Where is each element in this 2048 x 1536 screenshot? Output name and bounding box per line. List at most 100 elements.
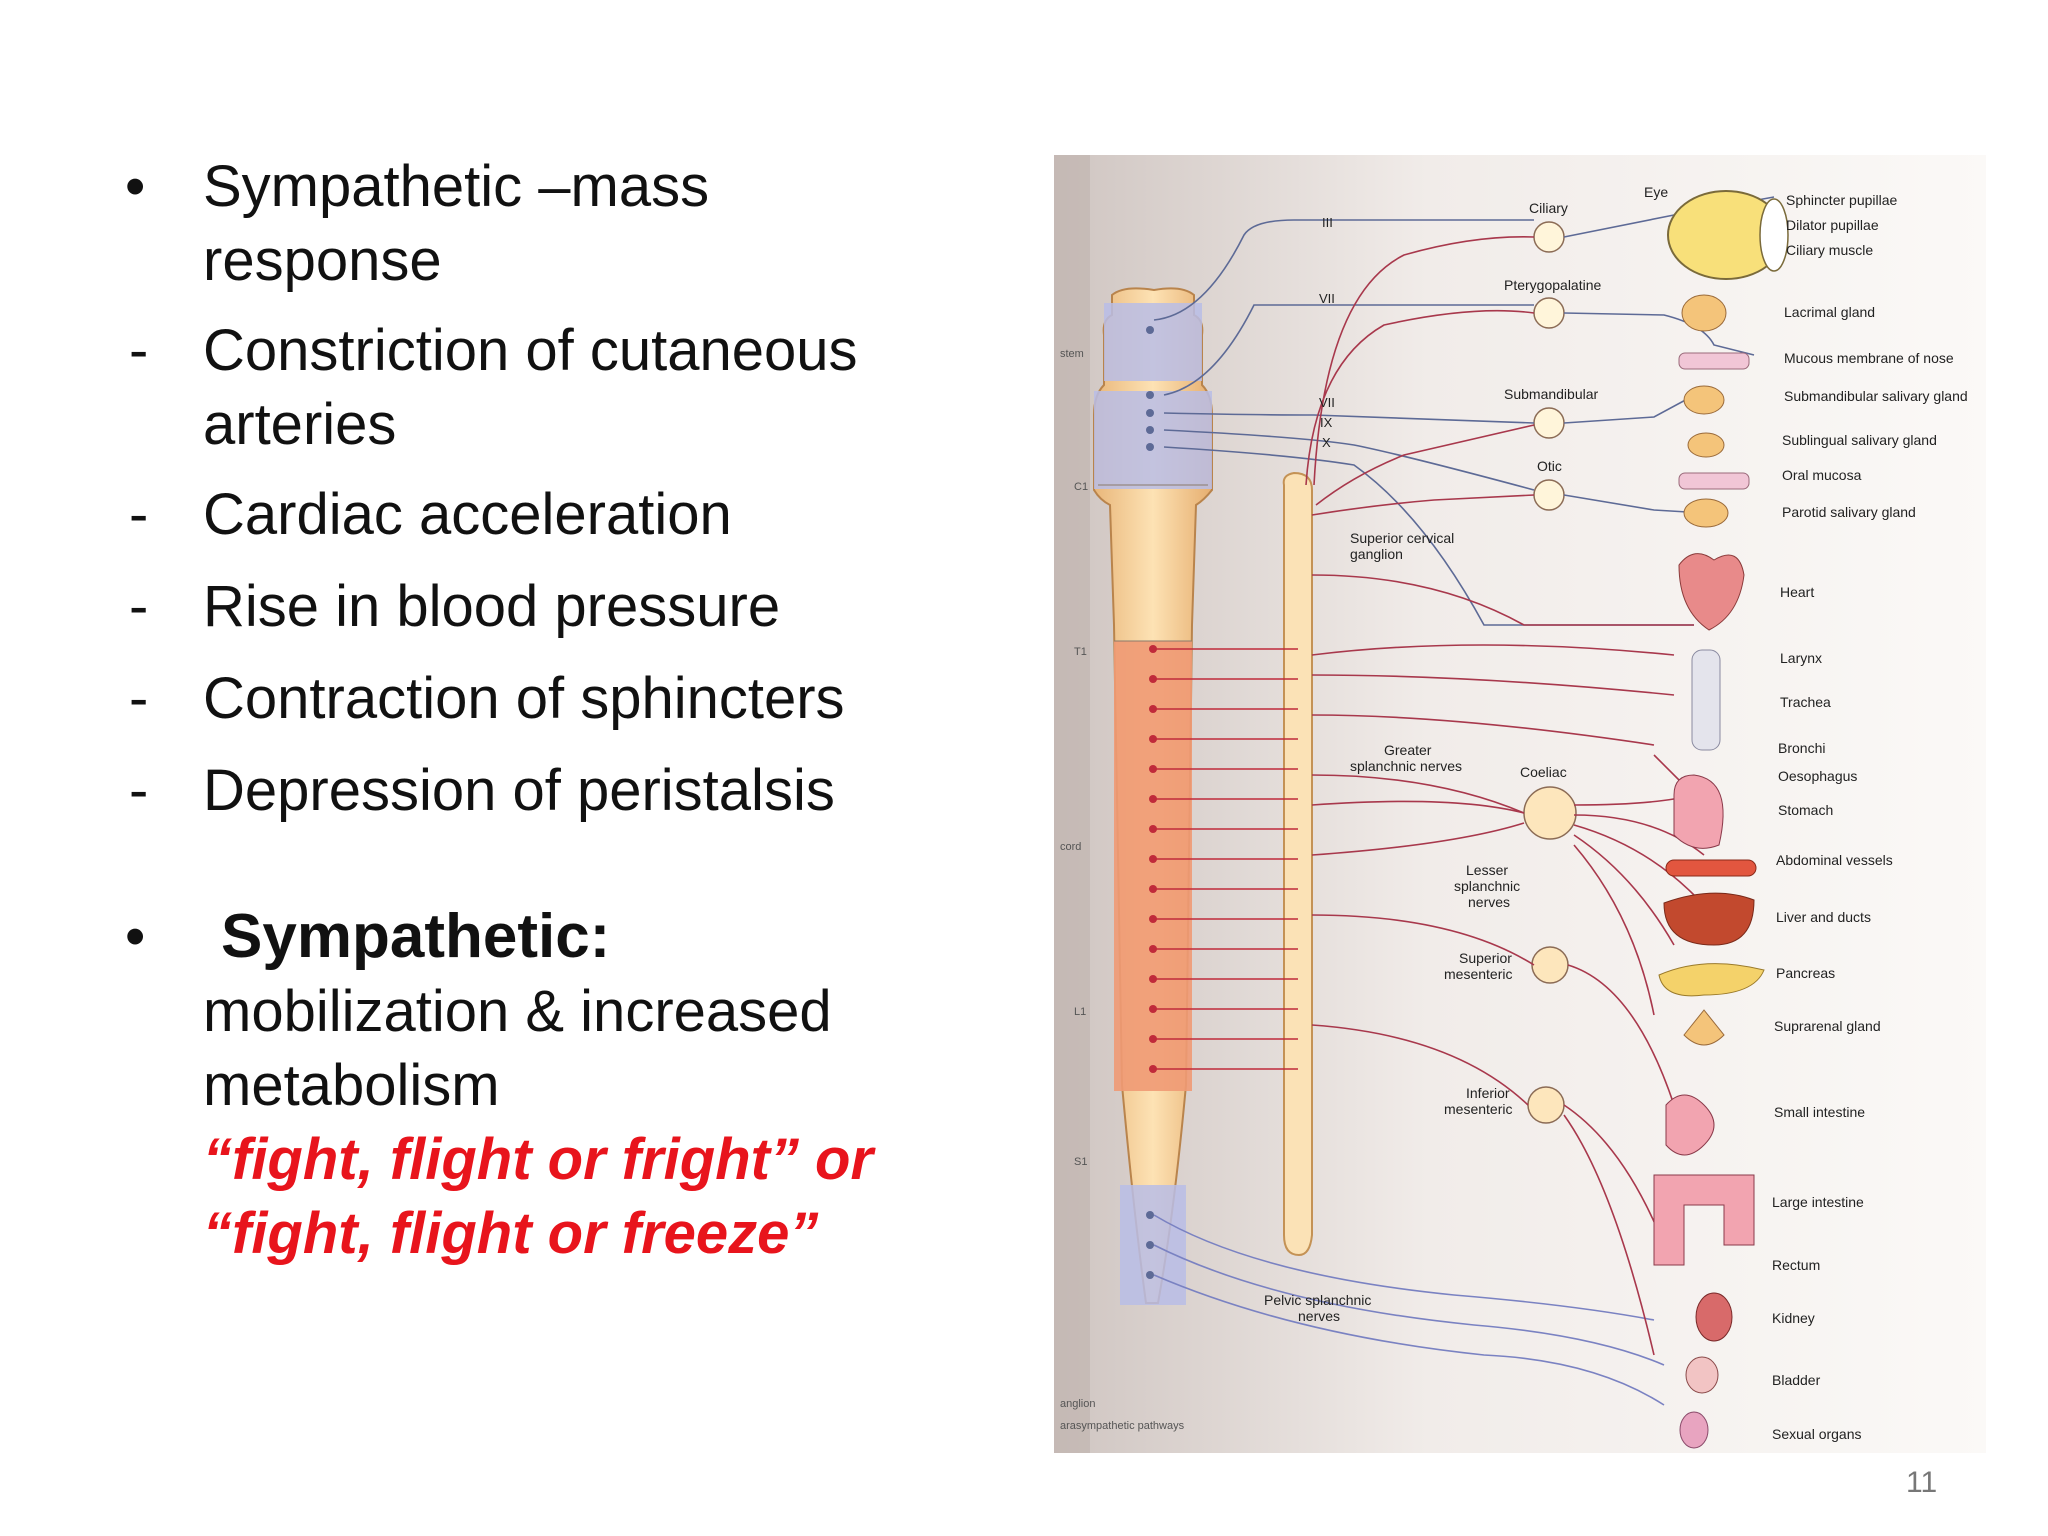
ganglion-label: Greater [1384, 742, 1432, 758]
organ-label: Kidney [1772, 1310, 1815, 1326]
organ-label: Sublingual salivary gland [1782, 432, 1937, 448]
dash-line: Contraction of sphincters [203, 666, 845, 731]
cranial-nerve-label: X [1322, 435, 1331, 450]
cut-label: anglion [1060, 1398, 1095, 1410]
spinal-level-label: S1 [1074, 1156, 1087, 1168]
page-gutter-shadow [1054, 155, 1090, 1453]
dash-marker: - [129, 758, 149, 823]
summary-line: metabolism [203, 1053, 500, 1118]
bullet-marker: • [125, 154, 146, 219]
organ-label: Rectum [1772, 1257, 1820, 1273]
dash-item: - Contraction of sphincters [115, 662, 1015, 736]
ganglia [1523, 221, 1577, 1124]
organ-label: Large intestine [1772, 1194, 1864, 1210]
ganglion-label: splanchnic [1454, 878, 1520, 894]
dash-line: Cardiac acceleration [203, 482, 732, 547]
cut-label: cord [1060, 841, 1081, 853]
ganglion-label: nerves [1468, 894, 1510, 910]
ganglion-label: Inferior [1466, 1085, 1510, 1101]
organ-label: Ciliary muscle [1786, 242, 1873, 258]
cut-label: stem [1060, 348, 1084, 360]
ganglion-label: Pelvic splanchnic [1264, 1292, 1371, 1308]
dash-item: - Cardiac acceleration [115, 478, 1015, 552]
diagram-background [1054, 155, 1986, 1453]
dash-marker: - [129, 666, 149, 731]
bullet-marker: • [125, 904, 146, 969]
ganglion-label: mesenteric [1444, 966, 1512, 982]
ganglion-label: Submandibular [1504, 386, 1599, 402]
eye-label: Eye [1644, 184, 1668, 200]
dash-line: Depression of peristalsis [203, 758, 835, 823]
cranial-nerve-label: VII [1319, 291, 1335, 306]
autonomic-nervous-system-diagram: III VII VII IX X C1 T1 L1 S1 stem cord a… [1054, 155, 1986, 1453]
organ-label: Small intestine [1774, 1104, 1865, 1120]
organ-label: Liver and ducts [1776, 909, 1871, 925]
summary-heading: Sympathetic: [221, 902, 611, 971]
ganglion-labels: Ciliary Pterygopalatine Submandibular Ot… [1264, 184, 1668, 1324]
organ-label: Pancreas [1776, 965, 1835, 981]
page-number: 11 [1906, 1466, 1938, 1499]
spinal-level-label: L1 [1074, 1006, 1086, 1018]
dash-line: Constriction of cutaneous [203, 318, 858, 383]
cut-label: arasympathetic pathways [1060, 1420, 1185, 1432]
cranial-nerve-label: VII [1319, 395, 1335, 410]
dash-marker: - [129, 482, 149, 547]
bullet-line: Sympathetic –mass [203, 154, 710, 219]
organ-labels: Sphincter pupillae Dilator pupillae Cili… [1772, 192, 1968, 1442]
spinal-level-label: T1 [1074, 646, 1087, 658]
summary-line: mobilization & increased [203, 979, 832, 1044]
organ-label: Submandibular salivary gland [1784, 388, 1968, 404]
spacer [115, 828, 1015, 900]
organ-label: Stomach [1778, 802, 1833, 818]
cranial-nerve-label: IX [1320, 415, 1333, 430]
quote-line: “fight, flight or fright” or [203, 1127, 874, 1192]
organ-label: Parotid salivary gland [1782, 504, 1916, 520]
organ-label: Oesophagus [1778, 768, 1857, 784]
cranial-nerve-labels: III VII VII IX X [1319, 215, 1335, 450]
bullet-item: • Sympathetic –mass response [115, 150, 1015, 298]
organ-label: Abdominal vessels [1776, 852, 1893, 868]
dash-item: - Depression of peristalsis [115, 754, 1015, 828]
ganglion-label: Lesser [1466, 862, 1508, 878]
spinal-level-label: C1 [1074, 481, 1088, 493]
summary-bullet: • Sympathetic: [115, 900, 1015, 975]
preganglionic-fibers [1153, 648, 1298, 1070]
nerve-pathways [1153, 196, 1775, 1406]
ganglion-label: Coeliac [1520, 764, 1567, 780]
organ-label: Suprarenal gland [1774, 1018, 1881, 1034]
bullet-list: • Sympathetic –mass response - Constrict… [115, 150, 1015, 1271]
spinal-level-labels: C1 T1 L1 S1 stem cord anglion arasympath… [1060, 348, 1185, 1432]
ganglion-label: Superior [1459, 950, 1512, 966]
organ-label: Trachea [1780, 694, 1831, 710]
organ-illustrations [1653, 294, 1765, 1449]
quote-line: “fight, flight or freeze” [203, 1201, 819, 1266]
dash-line: arteries [203, 392, 397, 457]
dash-item: - Rise in blood pressure [115, 570, 1015, 644]
organ-label: Sphincter pupillae [1786, 192, 1898, 208]
sympathetic-chain [1282, 471, 1313, 1257]
dash-marker: - [129, 318, 149, 383]
organ-label: Oral mucosa [1782, 467, 1862, 483]
dash-line: Rise in blood pressure [203, 574, 781, 639]
ganglion-label: nerves [1298, 1308, 1340, 1324]
ganglion-label: Ciliary [1529, 200, 1568, 216]
diagram-svg: III VII VII IX X C1 T1 L1 S1 stem cord a… [1054, 155, 1986, 1453]
dash-item: - Constriction of cutaneous arteries [115, 314, 1015, 462]
eye-illustration [1667, 190, 1789, 280]
organ-label: Lacrimal gland [1784, 304, 1875, 320]
ganglion-label: mesenteric [1444, 1101, 1512, 1117]
organ-label: Dilator pupillae [1786, 217, 1879, 233]
ganglion-label: splanchnic nerves [1350, 758, 1462, 774]
ganglion-label: Pterygopalatine [1504, 277, 1602, 293]
organ-label: Sexual organs [1772, 1426, 1862, 1442]
parasympathetic-cell-bodies [1146, 326, 1154, 1279]
bullet-line: response [203, 228, 442, 293]
organ-label: Bronchi [1778, 740, 1825, 756]
organ-label: Heart [1780, 584, 1814, 600]
ganglion-label: ganglion [1350, 546, 1403, 562]
ganglion-label: Otic [1537, 458, 1562, 474]
organ-label: Mucous membrane of nose [1784, 350, 1954, 366]
organ-label: Bladder [1772, 1372, 1821, 1388]
ganglion-label: Superior cervical [1350, 530, 1454, 546]
cranial-nerve-label: III [1322, 215, 1333, 230]
